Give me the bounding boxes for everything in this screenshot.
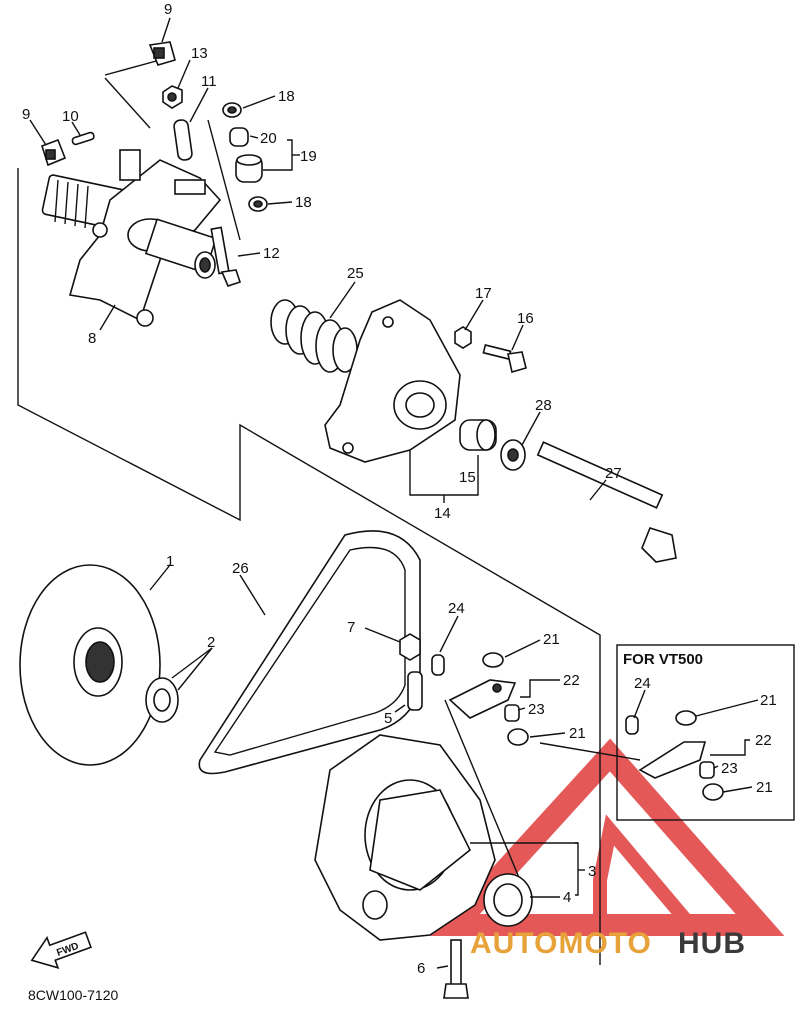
- part-5-pin: [407, 671, 423, 711]
- assembly-guide-lines: [17, 59, 601, 965]
- part-18-washer-bottom: [248, 196, 268, 212]
- part-18-washer-top: [222, 102, 242, 118]
- callout-17: 17: [475, 285, 492, 302]
- callout-7: 7: [347, 619, 355, 636]
- inset-part-21-washer-a: [675, 710, 697, 726]
- callout-23: 23: [528, 701, 545, 718]
- watermark-word-hub: HUB: [678, 927, 746, 960]
- callout-25: 25: [347, 265, 364, 282]
- part-27-long-bolt: [536, 441, 677, 563]
- part-21-washer-b: [507, 728, 529, 746]
- callout-labels: 9 13 11 9 10 18 20 19 18 12 8 25 17 16 2…: [22, 1, 777, 1003]
- callout-9a: 9: [164, 1, 172, 18]
- callout-8: 8: [88, 330, 96, 347]
- part-28-washer: [500, 439, 526, 471]
- part-10-pin: [71, 131, 95, 146]
- inset-part-22-weight-arm: [638, 741, 707, 779]
- fwd-arrow-icon: FWD: [30, 931, 92, 969]
- part-7-nut: [399, 633, 421, 661]
- callout-19: 19: [300, 148, 317, 165]
- part-13-nut: [162, 85, 183, 109]
- inset-part-23-roller: [699, 761, 715, 779]
- callout-27: 27: [605, 465, 622, 482]
- callout-18b: 18: [295, 194, 312, 211]
- callout-16: 16: [517, 310, 534, 327]
- callout-20: 20: [260, 130, 277, 147]
- part-16-bolt: [482, 344, 527, 374]
- part-6-bolt: [443, 939, 469, 999]
- part-9-slider-left: [41, 138, 67, 167]
- callout-14: 14: [434, 505, 451, 522]
- part-19-roller: [235, 154, 263, 183]
- inset-part-24-pin: [625, 715, 639, 735]
- part-8-fixed-sheave-hub: [41, 149, 222, 327]
- part-17-nut: [454, 326, 472, 349]
- part-9-slider-top: [148, 41, 176, 66]
- part-21-washer-a: [482, 652, 504, 668]
- callout-24-inset: 24: [634, 675, 651, 692]
- callout-15: 15: [459, 469, 476, 486]
- callout-22-inset: 22: [755, 732, 772, 749]
- callout-9b: 9: [22, 106, 30, 123]
- callout-21-inset-a: 21: [760, 692, 777, 709]
- callout-10: 10: [62, 108, 79, 125]
- callout-12: 12: [263, 245, 280, 262]
- callout-2: 2: [207, 634, 215, 651]
- callout-1: 1: [166, 553, 174, 570]
- part-11-pin: [173, 119, 193, 161]
- inset-part-21-washer-b: [702, 783, 724, 801]
- part-3-sliding-sheave-assembly: [314, 734, 496, 941]
- callout-24: 24: [448, 600, 465, 617]
- inset-vt500-box: [539, 644, 795, 821]
- callout-23-inset: 23: [721, 760, 738, 777]
- callout-21b: 21: [569, 725, 586, 742]
- callout-6: 6: [417, 960, 425, 977]
- callout-13: 13: [191, 45, 208, 62]
- watermark-text: AUTOMOTO HUB: [470, 927, 746, 960]
- part-2-collar: [145, 677, 179, 723]
- inset-title: FOR VT500: [623, 651, 703, 668]
- watermark-word-automoto: AUTOMOTO: [470, 927, 652, 960]
- part-22-weight-arm: [448, 679, 517, 719]
- part-14-spring-cover: [324, 299, 461, 463]
- callout-3: 3: [588, 863, 596, 880]
- callout-28: 28: [535, 397, 552, 414]
- part-25-spring: [270, 299, 358, 373]
- part-4-bearing: [483, 873, 533, 927]
- part-20-bushing: [229, 127, 249, 147]
- callout-22: 22: [563, 672, 580, 689]
- part-15-bushing: [459, 419, 497, 451]
- callout-4: 4: [563, 889, 571, 906]
- callout-5: 5: [384, 710, 392, 727]
- part-24-pin: [431, 654, 445, 676]
- part-23-roller: [504, 704, 520, 722]
- part-12-bolt: [210, 226, 242, 287]
- callout-21a: 21: [543, 631, 560, 648]
- part-code: 8CW100-7120: [28, 987, 118, 1003]
- callout-18a: 18: [278, 88, 295, 105]
- leader-lines: [29, 17, 759, 969]
- callout-11: 11: [201, 73, 217, 90]
- part-1-movable-sheave: [19, 564, 161, 766]
- callout-26: 26: [232, 560, 249, 577]
- callout-21-inset-b: 21: [756, 779, 773, 796]
